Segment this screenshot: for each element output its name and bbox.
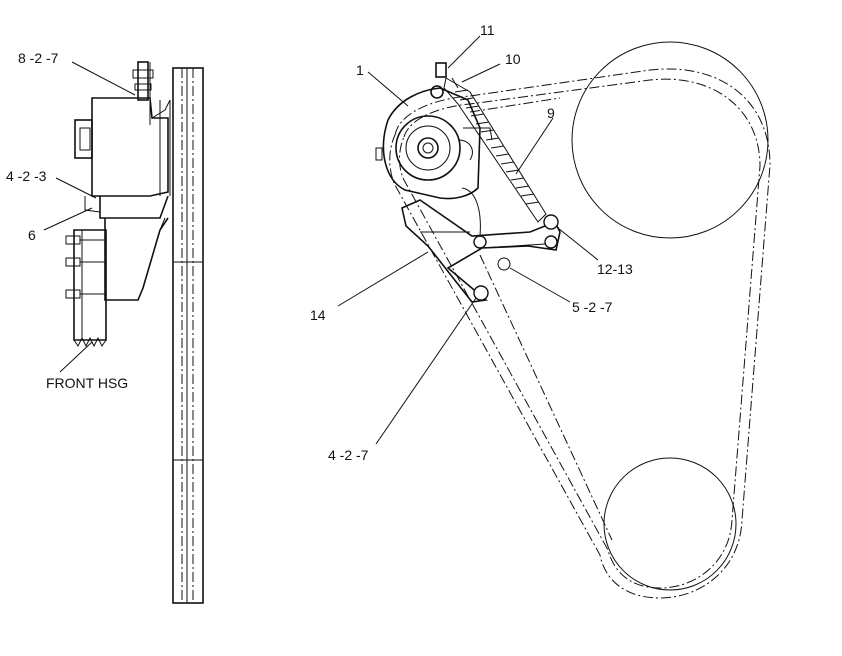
leader-front-hsg	[59, 341, 93, 373]
callout-4-2-3: 4 -2 -3	[6, 168, 47, 184]
leader-1	[367, 71, 409, 107]
mounting-bracket	[401, 187, 561, 303]
leader-6	[43, 207, 93, 231]
leader-5-2-7	[509, 267, 571, 303]
bolt-5-2-7	[497, 257, 511, 271]
callout-8-2-7: 8 -2 -7	[18, 50, 59, 66]
leader-11	[447, 35, 481, 69]
leader-10	[461, 63, 501, 83]
belt-side-strip	[172, 67, 204, 604]
side-view: 8 -2 -7 4 -2 -3 6 FRONT HSG	[6, 50, 204, 604]
bolt-12-13	[543, 214, 559, 230]
bracket-side	[84, 195, 169, 301]
callout-9: 9	[547, 105, 555, 121]
callout-front-hsg: FRONT HSG	[46, 375, 128, 391]
leader-12-13	[557, 227, 599, 261]
callout-6: 6	[28, 227, 36, 243]
callout-14: 14	[310, 307, 326, 323]
callout-10: 10	[505, 51, 521, 67]
adjusting-screw	[435, 62, 547, 223]
leader-8-2-7	[71, 61, 136, 96]
bolt-4-2-7	[473, 285, 489, 301]
belt-path	[389, 68, 771, 599]
leader-4-2-3	[55, 177, 97, 199]
callout-5-2-7: 5 -2 -7	[572, 299, 613, 315]
callout-12-13: 12-13	[597, 261, 633, 277]
bolt-bracket-mid	[473, 235, 487, 249]
tensioner-housing-side	[74, 97, 171, 197]
leader-14	[337, 251, 429, 307]
leader-9	[515, 117, 554, 175]
bolt-bracket-lower-right	[544, 235, 558, 249]
callout-4-2-7: 4 -2 -7	[328, 447, 369, 463]
front-housing-side	[65, 229, 107, 348]
top-bolt-side	[132, 61, 154, 125]
idler-pulley	[395, 115, 493, 181]
front-view: 1 11 10 9 12-13 14 5 -2 -7 4 -2 -7	[310, 22, 771, 599]
tensioner-arm	[375, 85, 481, 200]
upper-large-pulley	[571, 41, 769, 239]
callout-1: 1	[356, 62, 364, 78]
lower-pulley	[603, 457, 737, 591]
leader-4-2-7	[375, 297, 477, 445]
callout-11: 11	[480, 22, 495, 38]
